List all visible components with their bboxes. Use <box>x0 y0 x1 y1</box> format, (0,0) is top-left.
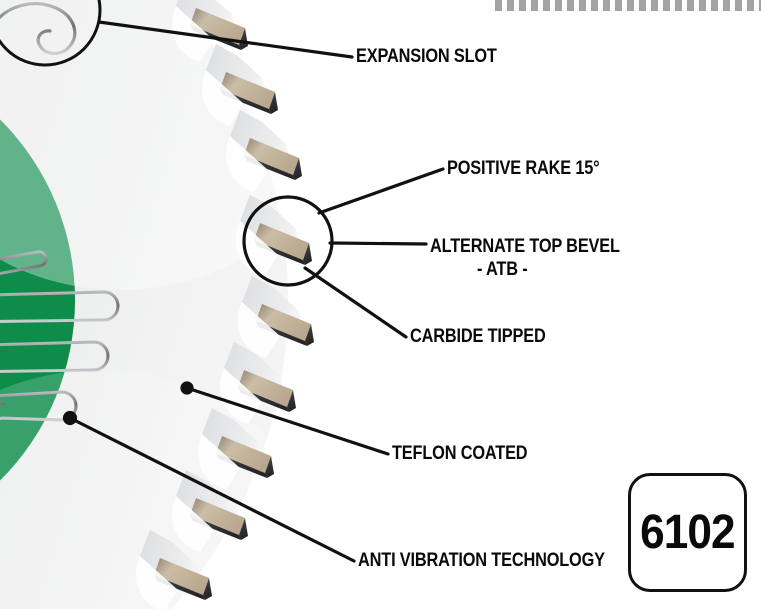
expansion-slot-callout-circle <box>0 0 102 67</box>
leader-teflon-coated <box>180 381 390 456</box>
tooth <box>136 530 212 609</box>
callout-label-anti-vibration-technology: ANTI VIBRATION TECHNOLOGY <box>358 550 605 571</box>
tooth <box>225 110 302 192</box>
callout-sublabel-atb: - ATB - <box>476 259 528 280</box>
anti-vibration-slots <box>0 250 120 422</box>
callout-label-positive-rake: POSITIVE RAKE 15° <box>447 158 600 179</box>
leader-anti-vibration <box>62 410 356 563</box>
callout-label-expansion-slot: EXPANSION SLOT <box>356 46 497 67</box>
callout-label-alternate-top-bevel: ALTERNATE TOP BEVEL <box>430 236 620 257</box>
callout-label-teflon-coated: TEFLON COATED <box>392 443 528 464</box>
callout-label-carbide-tipped: CARBIDE TIPPED <box>410 326 546 347</box>
leader-carbide-tipped <box>303 266 408 339</box>
leader-lines <box>62 20 445 563</box>
leader-expansion-slot <box>97 20 354 59</box>
atb-callout-circle <box>242 195 334 287</box>
expansion-slot-feature <box>0 2 77 56</box>
dashed-ruler-strip <box>495 0 761 11</box>
blade-teeth <box>136 0 314 609</box>
tooth <box>237 276 314 358</box>
part-number-badge: 6102 <box>628 473 747 592</box>
tooth <box>171 470 248 552</box>
tooth <box>197 408 274 490</box>
part-number-value: 6102 <box>640 506 735 559</box>
leader-positive-rake <box>317 167 445 215</box>
tooth <box>219 342 296 424</box>
leader-alternate-top-bevel <box>328 241 428 246</box>
blade-hub-green <box>0 119 75 481</box>
tooth <box>201 44 278 126</box>
